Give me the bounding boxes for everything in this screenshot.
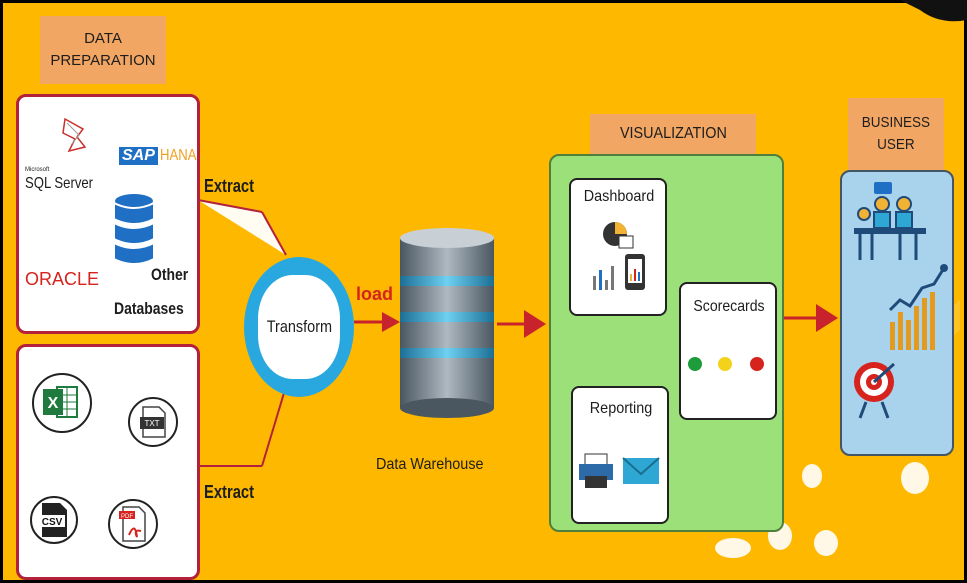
sql-server-label: SQL Server <box>25 175 94 192</box>
hana-label: HANA <box>159 147 197 164</box>
mail-icon <box>622 457 660 484</box>
txt-label: TXT <box>144 419 159 428</box>
pdf-label: PDF <box>121 514 133 520</box>
business-user-label: BUSINESS USER <box>861 114 931 153</box>
csv-label: CSV <box>42 517 63 528</box>
oracle-logo: ORACLE <box>25 269 100 289</box>
sap-label: SAP <box>119 147 158 165</box>
files-source-box: X TXT CSV PDF <box>16 344 200 580</box>
reporting-label: Reporting <box>589 400 653 417</box>
visualization-tag: VISUALIZATION <box>590 114 756 154</box>
extract-top-label: Extract <box>204 176 255 196</box>
data-preparation-tag: DATA PREPARATION <box>40 16 166 84</box>
txt-file-icon: TXT <box>128 397 178 447</box>
dashboard-card: Dashboard <box>569 178 667 316</box>
scorecards-label: Scorecards <box>693 298 765 315</box>
load-label: load <box>356 284 394 304</box>
printer-icon <box>579 453 613 488</box>
sql-server-icon <box>62 117 87 153</box>
data-warehouse-label: Data Warehouse <box>376 456 484 473</box>
excel-icon: X <box>32 373 92 433</box>
transform-node: Transform <box>244 257 354 397</box>
business-user-panel <box>840 170 954 456</box>
tablet-chart-icon <box>625 254 645 290</box>
growth-chart-icon <box>888 264 948 350</box>
databases-label: Databases <box>114 299 184 318</box>
pdf-file-icon: PDF <box>108 499 158 549</box>
visualization-label: VISUALIZATION <box>619 125 727 142</box>
extract-bottom-label: Extract <box>204 482 255 502</box>
csv-file-icon: CSV <box>30 496 78 544</box>
dashboard-label: Dashboard <box>583 188 655 205</box>
databases-source-box: Microsoft SQL Server SAP HANA ORACLE Oth… <box>16 94 200 334</box>
data-warehouse-icon <box>400 228 494 418</box>
visualization-panel: Dashboard Reporting <box>549 154 784 532</box>
sql-server-small-label: Microsoft <box>25 167 50 173</box>
business-user-tag: BUSINESS USER <box>848 98 944 170</box>
transform-inner: Transform <box>258 275 340 379</box>
reporting-card: Reporting <box>571 386 669 524</box>
meeting-icon <box>854 182 926 260</box>
other-label: Other <box>151 265 189 284</box>
sap-hana-logo: SAP HANA <box>119 145 204 167</box>
pie-chart-icon <box>603 222 634 249</box>
database-stack-icon <box>113 192 155 265</box>
target-icon <box>854 362 896 419</box>
bar-chart-icon <box>593 266 614 290</box>
traffic-lights-icon <box>688 357 764 371</box>
scorecards-card: Scorecards <box>679 282 777 420</box>
data-preparation-label: DATA PREPARATION <box>50 30 156 69</box>
transform-label: Transform <box>266 317 332 336</box>
svg-text:X: X <box>48 395 59 412</box>
